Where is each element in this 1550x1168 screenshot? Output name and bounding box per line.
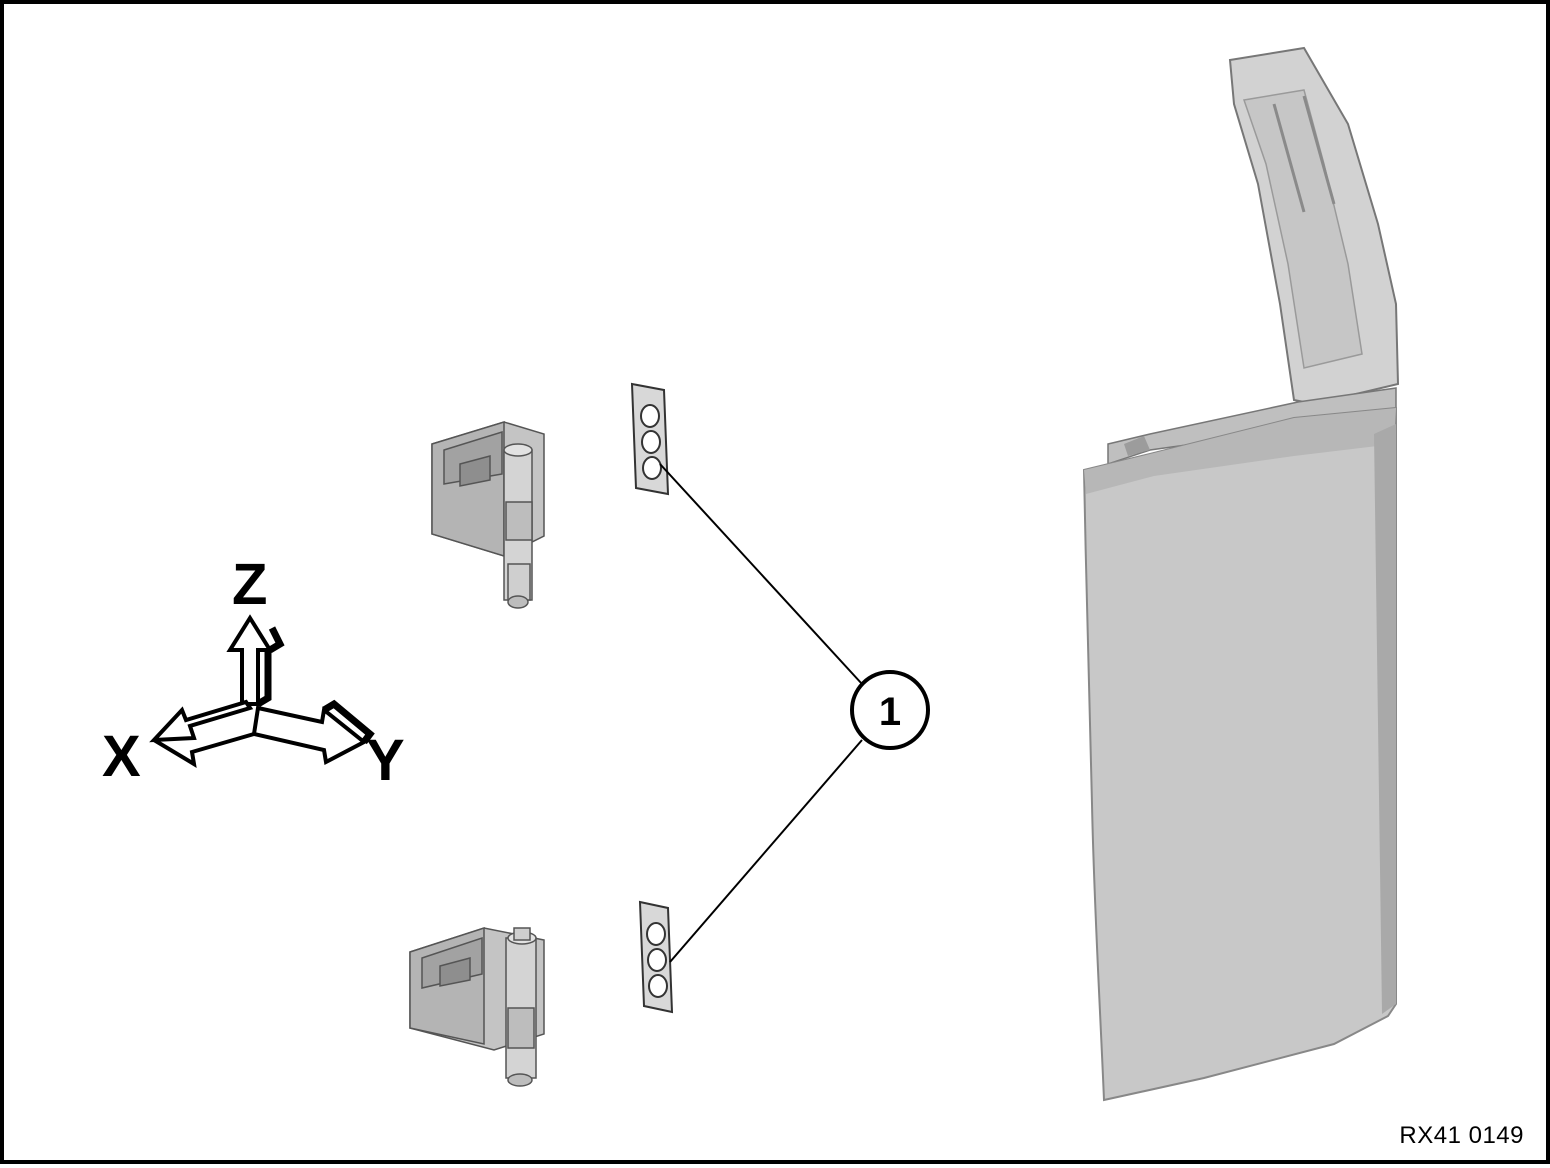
y-axis-arrow: [251, 705, 368, 766]
x-axis-arrow: [149, 699, 254, 743]
z-axis-arrow-shadow: [256, 626, 285, 708]
upper-hinge: [431, 420, 545, 609]
lower-shim-plate: [638, 900, 674, 1014]
callout-number: 1: [879, 690, 901, 734]
y-axis-arrow-shadow: [322, 699, 375, 745]
z-axis-label: Z: [232, 552, 267, 617]
x-axis-arrow-shadow: [152, 732, 255, 768]
lower-hinge: [409, 926, 545, 1087]
callout-leaders: [659, 463, 863, 963]
axis-indicator: Z X Y: [102, 552, 405, 793]
diagram-canvas: Z X Y: [102, 46, 1400, 1102]
leader-line-upper: [659, 463, 863, 685]
door-main-panel: [1082, 406, 1397, 1102]
x-axis-label: X: [102, 724, 141, 789]
leader-line-lower: [669, 739, 863, 963]
z-axis-arrow: [226, 614, 274, 706]
door-panel: [1082, 46, 1400, 1102]
upper-shim-plate: [630, 382, 670, 496]
y-axis-label: Y: [366, 728, 405, 793]
callout-1: 1: [850, 670, 930, 750]
figure-code: RX41 0149: [1399, 1122, 1524, 1149]
